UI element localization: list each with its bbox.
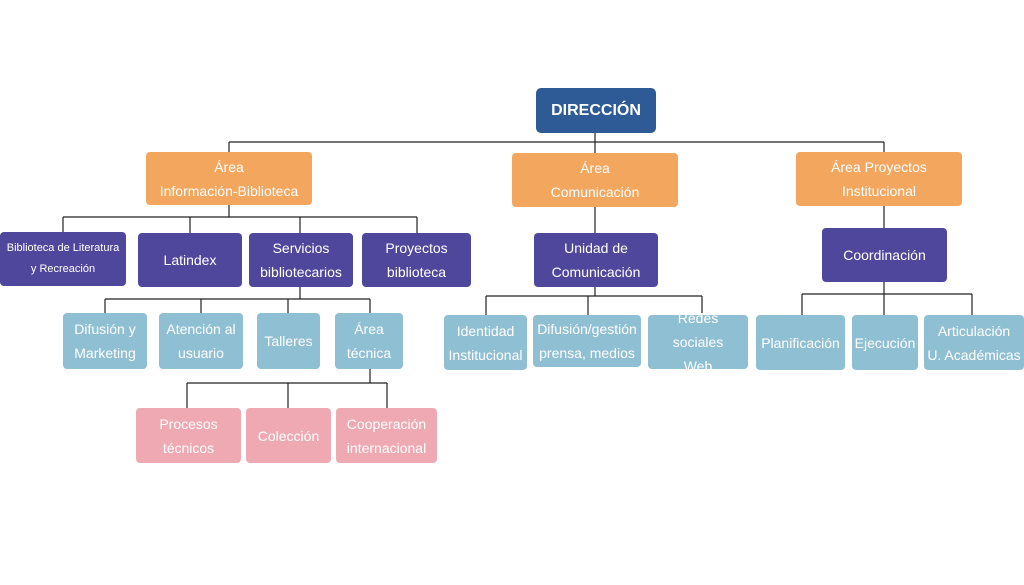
node-direccion: DIRECCIÓN: [536, 88, 656, 133]
node-difusion-marketing: Difusión y Marketing: [63, 313, 147, 369]
node-ejecucion: Ejecución: [852, 315, 918, 370]
node-area-comunicacion: Área Comunicación: [512, 153, 678, 207]
node-unidad-comunicacion: Unidad de Comunicación: [534, 233, 658, 287]
node-redes-sociales: Redes sociales Web: [648, 310, 748, 374]
node-coordinacion: Coordinación: [822, 228, 947, 282]
node-area-informacion: Área Información-Biblioteca: [146, 152, 312, 205]
node-servicios-bibliotecarios: Servicios bibliotecarios: [249, 233, 353, 287]
node-planificacion: Planificación: [756, 315, 845, 370]
node-procesos-tecnicos: Procesos técnicos: [136, 408, 241, 463]
node-talleres: Talleres: [257, 313, 320, 369]
node-difusion-prensa: Difusión/gestión prensa, medios: [533, 315, 641, 367]
node-area-tecnica: Área técnica: [335, 313, 403, 369]
node-coleccion: Colección: [246, 408, 331, 463]
node-articulacion: Articulación U. Académicas: [924, 315, 1024, 370]
node-area-proyectos: Área Proyectos Institucional: [796, 152, 962, 206]
node-identidad-institucional: Identidad Institucional: [444, 315, 527, 370]
node-latindex: Latindex: [138, 233, 242, 287]
node-biblioteca-literatura: Biblioteca de Literatura y Recreación: [0, 232, 126, 286]
node-cooperacion-internacional: Cooperación internacional: [336, 408, 437, 463]
node-proyectos-biblioteca: Proyectos biblioteca: [362, 233, 471, 287]
node-atencion-usuario: Atención al usuario: [159, 313, 243, 369]
